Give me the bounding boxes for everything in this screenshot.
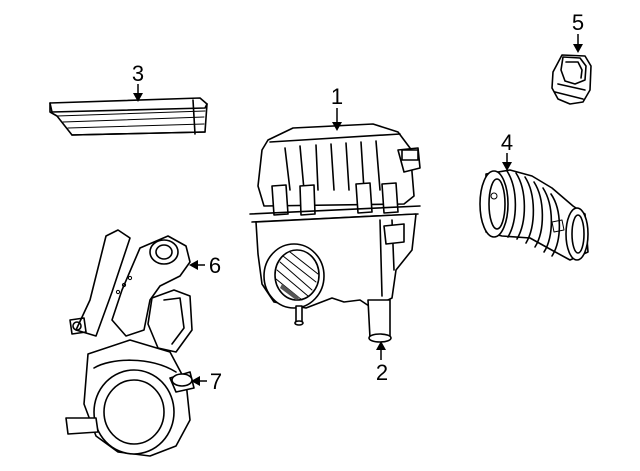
callout-label-7: 7 xyxy=(210,369,222,394)
callout-label-3: 3 xyxy=(132,61,144,86)
callout-label-5: 5 xyxy=(572,10,584,35)
callout-arrow-3 xyxy=(133,84,143,102)
air-duct-resonator xyxy=(69,229,193,353)
callout-label-4: 4 xyxy=(501,130,513,155)
callout-label-2: 2 xyxy=(376,360,388,385)
callout-arrow-7 xyxy=(191,376,207,386)
intake-hose xyxy=(479,169,589,261)
callout-arrow-1 xyxy=(332,108,342,131)
air-filter-element xyxy=(49,97,208,136)
callout-arrow-6 xyxy=(189,260,205,270)
callout-label-6: 6 xyxy=(209,253,221,278)
sensor-part xyxy=(551,54,592,105)
callout-arrow-2 xyxy=(376,341,386,360)
callout-label-1: 1 xyxy=(331,84,343,109)
callout-arrow-4 xyxy=(502,153,512,171)
air-cleaner-housing xyxy=(249,123,421,343)
inlet-tube xyxy=(65,339,195,457)
callout-arrow-5 xyxy=(573,34,583,53)
